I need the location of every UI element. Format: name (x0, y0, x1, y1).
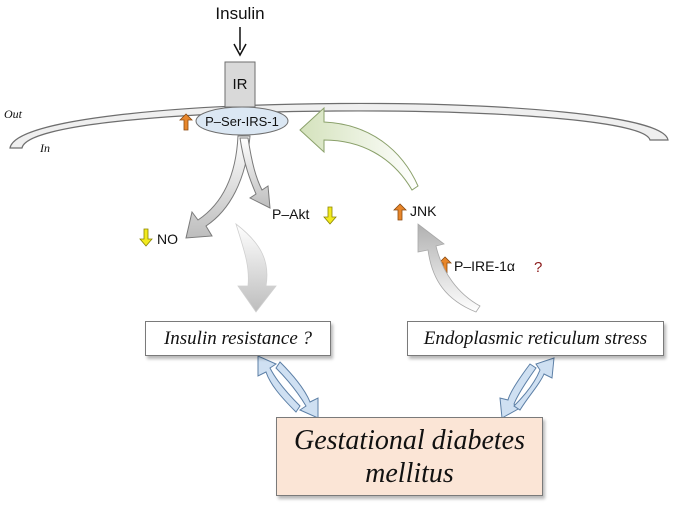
insulin-label: Insulin (215, 4, 264, 23)
insulin-arrow-head (233, 43, 247, 57)
gdm-line-1: Gestational diabetes (294, 424, 525, 456)
arrow-jnk-to-irs1 (299, 106, 419, 191)
down-arrow-akt-icon (323, 206, 337, 225)
up-arrow-irs1-icon (179, 113, 193, 131)
arrow-er-to-gdm (499, 363, 537, 419)
in-label: In (39, 141, 50, 155)
receptor-label: IR (233, 76, 248, 93)
p-ser-irs1-oval (195, 106, 289, 136)
arrow-to-insulin-resistance (235, 222, 277, 313)
arrow-to-no (185, 135, 251, 239)
p-ser-irs1-label: P–Ser-IRS-1 (205, 114, 279, 129)
p-ire1a-label: P–IRE-1α (454, 258, 515, 274)
arrow-gdm-to-ir (257, 355, 301, 413)
p-akt-label: P–Akt (272, 206, 309, 222)
arrow-ir-to-gdm (275, 361, 319, 419)
down-arrow-no-icon (139, 228, 153, 247)
jnk-label: JNK (410, 203, 437, 219)
gdm-box: Gestational diabetes mellitus (276, 417, 543, 496)
no-label: NO (157, 231, 178, 247)
arrow-to-p-akt (239, 137, 271, 209)
gdm-line-2: mellitus (365, 457, 454, 489)
up-arrow-jnk-icon (393, 203, 407, 221)
cell-membrane (9, 102, 669, 149)
er-stress-box: Endoplasmic reticulum stress (407, 321, 664, 356)
insulin-receptor (224, 61, 256, 108)
question-mark: ? (534, 259, 542, 276)
arrow-er-to-jnk (417, 223, 481, 313)
out-label: Out (4, 107, 23, 121)
insulin-resistance-box: Insulin resistance ? (145, 321, 331, 356)
arrow-gdm-to-er (513, 357, 555, 411)
